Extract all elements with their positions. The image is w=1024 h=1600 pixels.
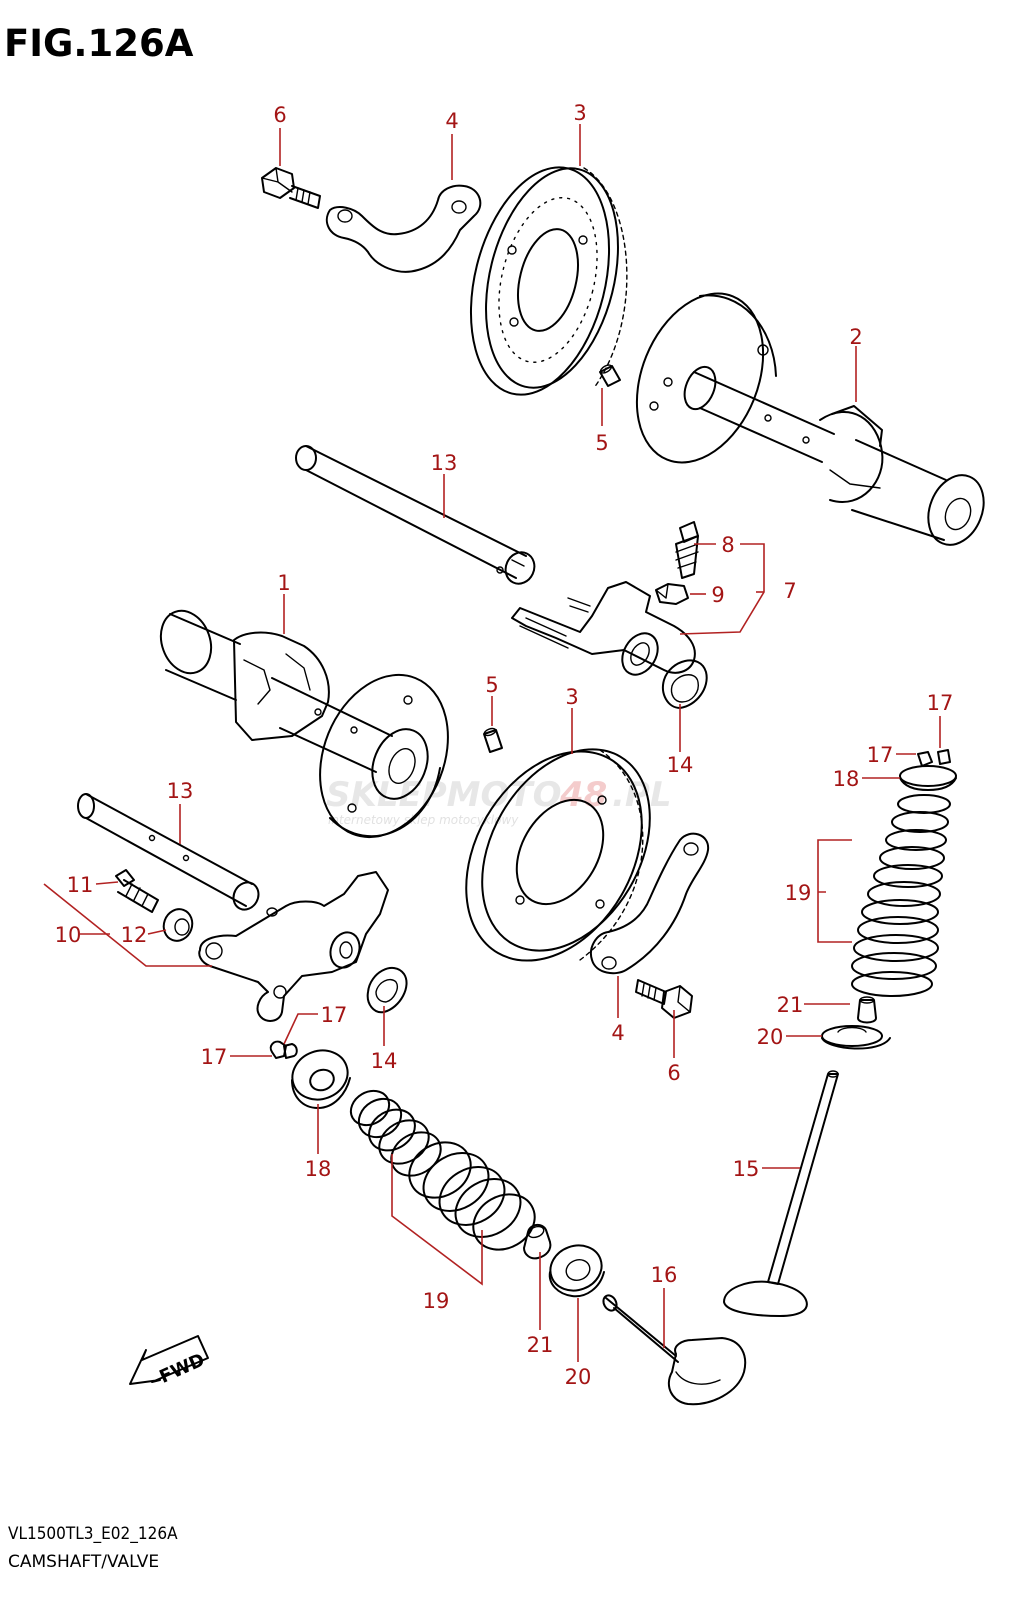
callout-4-top: 4 (445, 109, 458, 133)
valve-cotters-17-left (269, 1040, 298, 1059)
callout-10: 10 (55, 923, 82, 947)
spring-retainer-18-right (899, 765, 957, 791)
figure-code: VL1500TL3_E02_126A (8, 1524, 178, 1544)
stem-seal-21-left (523, 1224, 552, 1260)
callout-6-bottom: 6 (667, 1061, 680, 1085)
valve-springs-19-left (349, 1089, 536, 1251)
watermark-text-a: SKLEPMOTO (326, 775, 561, 815)
callout-11: 11 (67, 873, 94, 897)
callout-20-left: 20 (565, 1365, 592, 1389)
figure-title: FIG.126A (4, 22, 194, 65)
figure-name: CAMSHAFT/VALVE (8, 1552, 160, 1572)
dowel-pin-5-mid (483, 727, 503, 753)
callout-3-top: 3 (573, 101, 586, 125)
valve-16 (602, 1294, 747, 1406)
callout-21-left: 21 (527, 1333, 554, 1357)
cam-gear-3-top (469, 166, 628, 396)
camshaft-1 (159, 609, 449, 839)
rocker-shaft-13-top (295, 445, 536, 585)
watermark-text-b: 48 (559, 775, 607, 815)
rocker-arm-10 (198, 871, 389, 1022)
callout-21-right: 21 (777, 993, 804, 1017)
adjuster-screw-11 (115, 869, 159, 913)
callout-17-right-mid: 17 (867, 743, 894, 767)
callout-18-left: 18 (305, 1157, 332, 1181)
callout-14-left: 14 (371, 1049, 398, 1073)
dowel-pin-5-top (599, 364, 621, 387)
callout-17-right-top: 17 (927, 691, 954, 715)
callout-19-left: 19 (423, 1289, 450, 1313)
valve-springs-19-right (851, 794, 951, 997)
callout-20-right: 20 (757, 1025, 784, 1049)
retainer-plate-4-top (325, 184, 482, 273)
spring-seat-20-left (548, 1244, 605, 1298)
callout-8: 8 (721, 533, 734, 557)
callout-13-left: 13 (167, 779, 194, 803)
callout-13-top: 13 (431, 451, 458, 475)
rocker-arm-7 (511, 581, 696, 676)
callout-17-left-b: 17 (201, 1045, 228, 1069)
callout-4-bottom: 4 (611, 1021, 624, 1045)
fwd-arrow-icon: FWD (129, 1335, 209, 1388)
rocker-shaft-13-left (77, 793, 260, 911)
shim-14-left (366, 967, 408, 1014)
callout-3-mid: 3 (565, 685, 578, 709)
shim-14-right (662, 659, 708, 709)
callout-7: 7 (783, 579, 796, 603)
adjuster-screw-8 (675, 521, 699, 579)
bolt-6-top (261, 167, 321, 209)
lock-nut-12 (162, 908, 194, 942)
callout-5-mid: 5 (485, 673, 498, 697)
valve-cotters-17-right (917, 749, 951, 767)
bolt-6-bottom (635, 979, 693, 1019)
cam-gear-3-mid (465, 748, 651, 962)
callout-19-right: 19 (785, 881, 812, 905)
callout-labels: 6 4 3 2 5 13 8 9 7 1 5 3 14 17 17 18 13 … (55, 101, 954, 1389)
callout-18-right: 18 (833, 767, 860, 791)
callout-15: 15 (733, 1157, 760, 1181)
callout-12: 12 (121, 923, 148, 947)
callout-5-top: 5 (595, 431, 608, 455)
callout-17-left-a: 17 (321, 1003, 348, 1027)
callout-6-top: 6 (273, 103, 286, 127)
leader-lines (43, 124, 941, 1362)
retainer-plate-4-bottom (590, 832, 710, 975)
camshaft-2 (635, 292, 985, 546)
callout-9: 9 (711, 583, 724, 607)
callout-1: 1 (277, 571, 290, 595)
valve-15 (723, 1070, 839, 1317)
fwd-label: FWD (156, 1349, 208, 1387)
stem-seal-21-right (857, 996, 877, 1024)
callout-14-right: 14 (667, 753, 694, 777)
lock-nut-9 (655, 583, 689, 605)
spring-seat-20-right (821, 1025, 891, 1050)
watermark-subtext: internetowy sklep motocyklowy (328, 813, 519, 827)
callout-16: 16 (651, 1263, 678, 1287)
callout-2: 2 (849, 325, 862, 349)
